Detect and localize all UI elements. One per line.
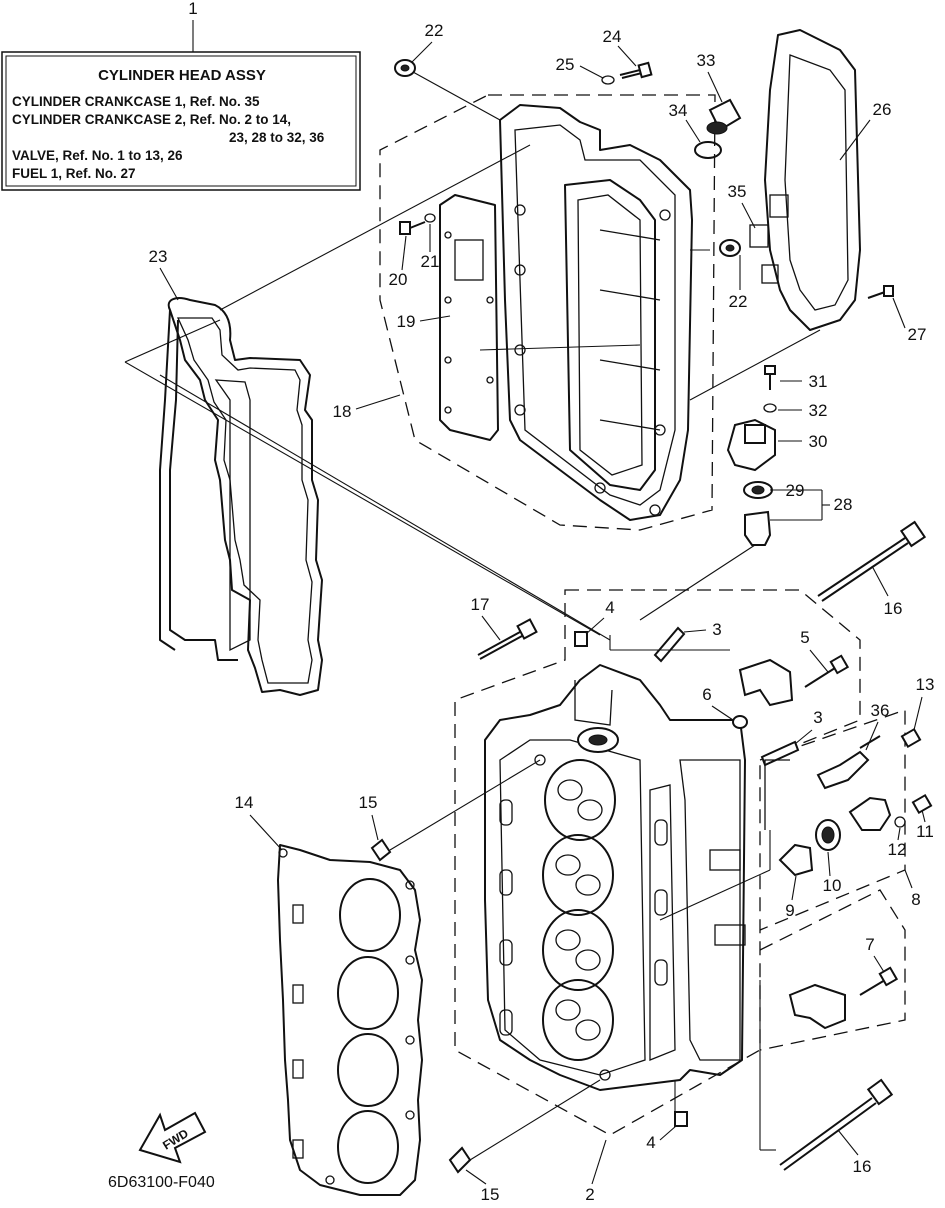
bracket-26: [749, 29, 861, 331]
callout-11: 11: [916, 822, 934, 841]
callout-27: 27: [908, 325, 927, 344]
callout-7: 7: [865, 935, 874, 954]
cylinder-head-cover: [499, 104, 693, 521]
block-hardware: [370, 520, 933, 1174]
callout-13: 13: [916, 675, 935, 694]
callout-2: 2: [585, 1185, 594, 1203]
callout-6: 6: [702, 685, 711, 704]
info-box-line-1: CYLINDER CRANKCASE 1, Ref. No. 35: [12, 94, 260, 109]
callout-4b: 4: [646, 1133, 655, 1152]
fwd-arrow: FWD: [138, 1111, 207, 1164]
sensor-assembly: [726, 365, 823, 546]
callout-34: 34: [669, 101, 688, 120]
callout-31: 31: [809, 372, 828, 391]
callout-28: 28: [834, 495, 853, 514]
callout-29: 29: [786, 481, 805, 500]
info-box-line-5: FUEL 1, Ref. No. 27: [12, 166, 136, 181]
info-box-line-2: CYLINDER CRANKCASE 2, Ref. No. 2 to 14,: [12, 112, 291, 127]
callout-3b: 3: [813, 708, 822, 727]
callout-15a: 15: [359, 793, 378, 812]
cover-plate: [439, 194, 499, 441]
info-box: 1 CYLINDER HEAD ASSY CYLINDER CRANKCASE …: [1, 0, 361, 191]
drawing-code: 6D63100-F040: [108, 1174, 215, 1191]
callout-33: 33: [697, 51, 716, 70]
callout-32: 32: [809, 401, 828, 420]
callout-22a: 22: [425, 21, 444, 40]
callout-10: 10: [823, 876, 842, 895]
callout-18: 18: [333, 402, 352, 421]
callout-14: 14: [235, 793, 254, 812]
callout-9: 9: [785, 901, 794, 920]
callout-8: 8: [911, 890, 920, 909]
callout-16a: 16: [884, 599, 903, 618]
callout-25: 25: [556, 55, 575, 74]
callout-17: 17: [471, 595, 490, 614]
info-box-ref-label: 1: [188, 0, 197, 18]
callout-19: 19: [397, 312, 416, 331]
gasket-head-cover: [159, 297, 323, 696]
info-box-line-4: VALVE, Ref. No. 1 to 13, 26: [12, 148, 183, 163]
callout-5: 5: [800, 628, 809, 647]
callout-15b: 15: [481, 1185, 500, 1203]
cylinder-head-gasket: [277, 844, 423, 1196]
upper-hardware: [394, 59, 894, 299]
callout-4a: 4: [605, 598, 614, 617]
cylinder-block: [484, 664, 746, 1091]
callout-22b: 22: [729, 292, 748, 311]
callout-3a: 3: [712, 620, 721, 639]
callout-16b: 16: [853, 1157, 872, 1176]
callout-24: 24: [603, 27, 622, 46]
callout-23: 23: [149, 247, 168, 266]
info-box-title: CYLINDER HEAD ASSY: [98, 67, 266, 84]
group-outlines: [379, 94, 906, 1136]
callout-12: 12: [888, 840, 907, 859]
callout-labels: 22 24 25 33 34 26 35 20 21 22 23 19 27 1…: [149, 21, 935, 1204]
callout-30: 30: [809, 432, 828, 451]
callout-20: 20: [389, 270, 408, 289]
callout-35: 35: [728, 182, 747, 201]
callout-26: 26: [873, 100, 892, 119]
leader-lines: [124, 71, 821, 1161]
callout-21: 21: [421, 252, 440, 271]
info-box-line-3: 23, 28 to 32, 36: [229, 130, 325, 145]
callout-36: 36: [871, 701, 890, 720]
